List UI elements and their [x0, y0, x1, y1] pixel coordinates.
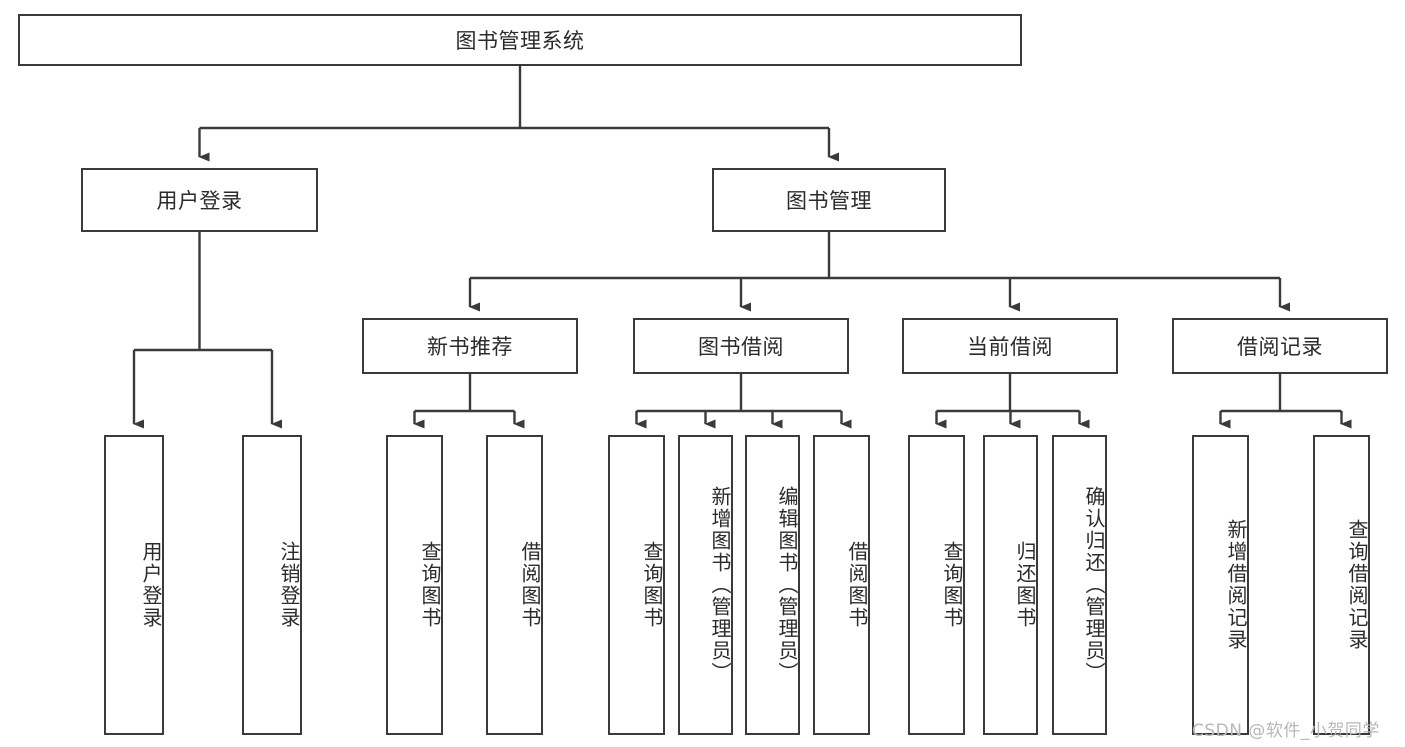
node-current-borrow: 当前借阅 [902, 318, 1118, 374]
node-book-manage: 图书管理 [712, 168, 946, 232]
node-label: 归还图书 [1013, 541, 1037, 629]
node-leaf-user-logout: 注销登录 [242, 435, 302, 735]
node-leaf-add-book: 新增图书（管理员） [678, 435, 733, 735]
node-leaf-borrow-book-1: 借阅图书 [486, 435, 543, 735]
node-borrow-record: 借阅记录 [1172, 318, 1388, 374]
node-label: 注销登录 [277, 541, 301, 629]
node-label: 借阅图书 [845, 541, 869, 629]
node-leaf-query-book-3: 查询图书 [908, 435, 965, 735]
node-label: 新书推荐 [427, 335, 513, 359]
node-root: 图书管理系统 [18, 14, 1022, 66]
node-label: 用户登录 [139, 541, 163, 629]
node-leaf-borrow-book-2: 借阅图书 [813, 435, 870, 735]
node-leaf-query-book-2: 查询图书 [608, 435, 665, 735]
node-label: 编辑图书（管理员） [775, 486, 799, 684]
node-leaf-confirm-return: 确认归还（管理员） [1052, 435, 1107, 735]
node-label: 查询图书 [640, 541, 664, 629]
csdn-watermark: CSDN @软件_小贺同学 [1192, 721, 1380, 741]
node-label: 新增图书（管理员） [708, 486, 732, 684]
node-user-login: 用户登录 [81, 168, 318, 232]
node-label: 当前借阅 [967, 335, 1053, 359]
node-label: 图书管理系统 [455, 29, 585, 53]
node-label: 图书管理 [786, 189, 872, 213]
node-leaf-user-login: 用户登录 [104, 435, 164, 735]
node-label: 查询图书 [940, 541, 964, 629]
node-label: 新增借阅记录 [1224, 519, 1248, 651]
node-label: 借阅图书 [518, 541, 542, 629]
node-label: 查询借阅记录 [1345, 519, 1369, 651]
node-leaf-add-record: 新增借阅记录 [1192, 435, 1249, 735]
node-leaf-return-book: 归还图书 [983, 435, 1038, 735]
node-leaf-edit-book: 编辑图书（管理员） [745, 435, 800, 735]
node-label: 借阅记录 [1237, 335, 1323, 359]
node-book-borrow: 图书借阅 [633, 318, 849, 374]
node-leaf-query-book-1: 查询图书 [386, 435, 443, 735]
node-label: 图书借阅 [698, 335, 784, 359]
node-label: 确认归还（管理员） [1082, 486, 1106, 684]
node-leaf-query-record: 查询借阅记录 [1313, 435, 1370, 735]
node-label: 查询图书 [418, 541, 442, 629]
node-new-book-recommend: 新书推荐 [362, 318, 578, 374]
node-label: 用户登录 [156, 189, 243, 213]
